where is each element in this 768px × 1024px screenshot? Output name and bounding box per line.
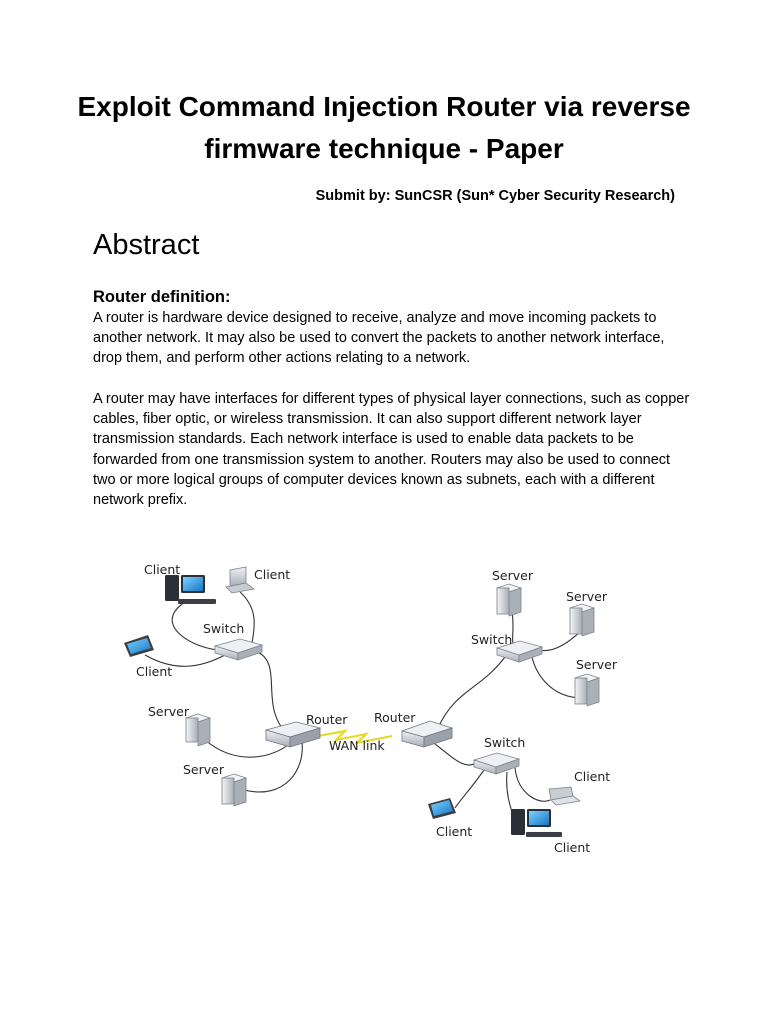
abstract-heading: Abstract (93, 229, 200, 261)
switch-icon (495, 640, 544, 663)
desktop-client-icon (511, 809, 562, 837)
label-switch: Switch (484, 735, 525, 750)
label-server: Server (566, 589, 608, 604)
switch-icon (472, 752, 521, 775)
desktop-client-icon (165, 575, 216, 604)
label-client: Client (144, 562, 180, 577)
author-line: Submit by: SunCSR (Sun* Cyber Security R… (315, 188, 675, 204)
router-definition-heading: Router definition: (93, 288, 231, 306)
label-client: Client (574, 769, 610, 784)
label-server: Server (148, 704, 190, 719)
label-router: Router (306, 712, 348, 727)
cable-laptop-switch (239, 591, 255, 646)
label-client: Client (554, 840, 590, 855)
cable-switch-laptop (514, 767, 551, 802)
cable-tablet-switch (144, 654, 226, 667)
tablet-client-icon (428, 798, 456, 819)
label-wan-link: WAN link (329, 738, 385, 753)
cable-server3-switch (531, 656, 584, 699)
cable-switch-router (257, 651, 283, 729)
server-icon (184, 713, 212, 747)
cable-server2-switch (537, 631, 581, 652)
server-icon (495, 583, 523, 617)
cable-switch-tablet (454, 769, 485, 809)
label-server: Server (576, 657, 618, 672)
label-switch: Switch (471, 632, 512, 647)
switch-icon (213, 638, 264, 661)
label-router: Router (374, 710, 416, 725)
tablet-client-icon (124, 635, 154, 657)
label-client: Client (436, 824, 472, 839)
wan-link-icon (317, 729, 393, 745)
cable-desktop-switch (171, 601, 223, 651)
label-server: Server (183, 762, 225, 777)
router-icon (400, 720, 454, 748)
server-icon (220, 773, 248, 807)
network-diagram: Client Client Switch Client Server Route… (124, 562, 618, 855)
laptop-client-icon (548, 786, 582, 806)
paragraph-1: A router is hardware device designed to … (93, 310, 665, 367)
server-icon (568, 603, 596, 637)
label-server: Server (492, 568, 534, 583)
label-client: Client (136, 664, 172, 679)
cable-server1-router (204, 739, 293, 758)
label-switch: Switch (203, 621, 244, 636)
cable-server2-router (243, 741, 303, 793)
document-title: Exploit Command Injection Router via rev… (77, 91, 691, 164)
laptop-client-icon (225, 566, 255, 594)
paragraph-2: A router may have interfaces for differe… (93, 391, 690, 509)
server-icon (573, 673, 601, 707)
router-icon (264, 721, 322, 748)
cable-switch-router (437, 656, 506, 729)
cable-router-switch (429, 739, 479, 766)
label-client: Client (254, 567, 290, 582)
